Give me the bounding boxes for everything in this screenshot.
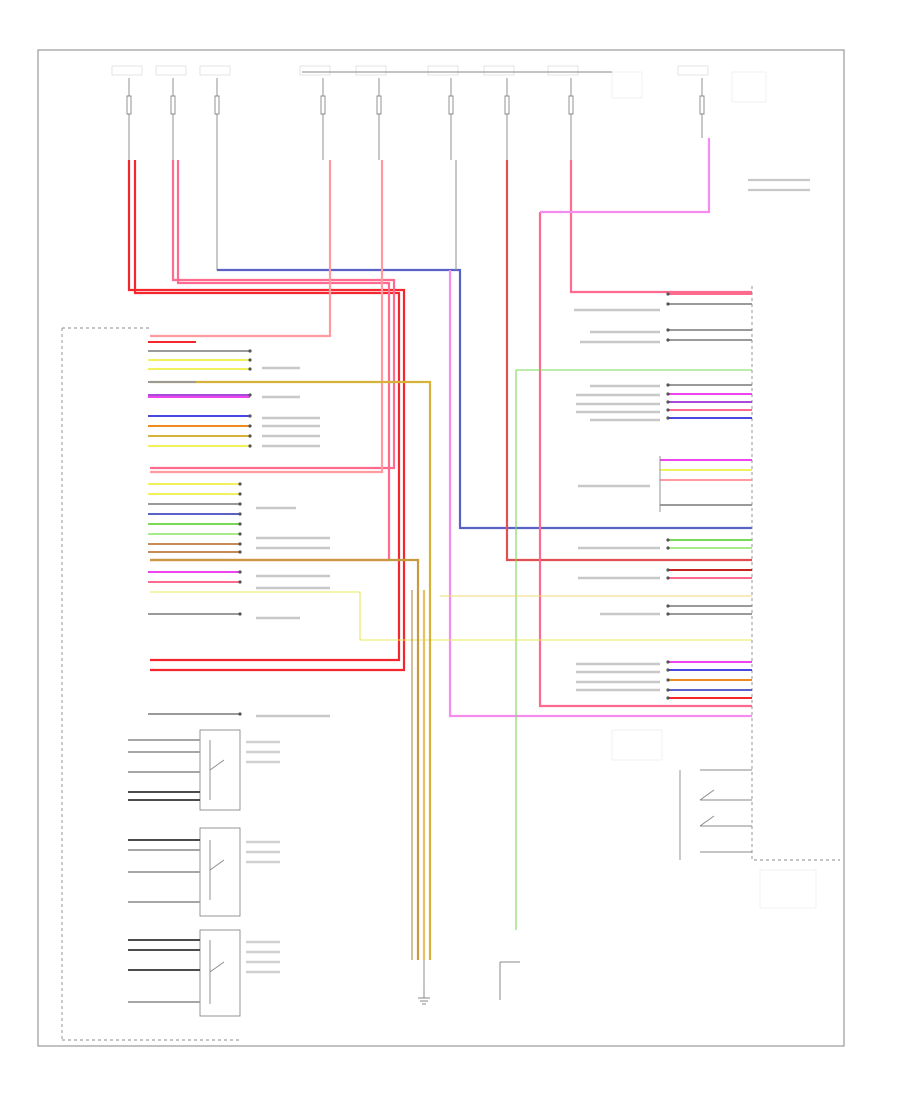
- wire-pink-8b: [569, 160, 752, 294]
- right-module: [574, 286, 840, 861]
- wire-red-1: [127, 160, 406, 672]
- wire-red-1b: [133, 160, 401, 662]
- wire-pink-5: [150, 160, 384, 474]
- right-switch: [611, 729, 817, 909]
- left-pin-stubs: [148, 341, 250, 715]
- wire-pink-4: [150, 160, 332, 338]
- fuses: [126, 71, 705, 160]
- diagram-frame: [37, 49, 845, 1047]
- wire-blue-3: [217, 268, 752, 530]
- wire-gold-1: [150, 380, 432, 960]
- ground-symbols: [418, 961, 520, 1005]
- left-label-marks: [256, 366, 330, 718]
- wires: [127, 138, 752, 990]
- wire-pink-8: [538, 212, 752, 708]
- wire-darkred-7: [505, 160, 752, 562]
- left-module: [61, 327, 330, 1041]
- wire-magenta-9b: [448, 270, 752, 718]
- wire-gold-2: [150, 558, 420, 960]
- left-pin-dots: [238, 349, 252, 716]
- wire-gray-3: [216, 160, 236, 271]
- wire-yellow-1: [150, 591, 752, 641]
- wire-magenta-9: [540, 138, 711, 214]
- left-sensors: [128, 729, 280, 1017]
- legend: [748, 178, 810, 192]
- wire-pink-2: [150, 160, 396, 470]
- fuse-labels: [111, 65, 767, 103]
